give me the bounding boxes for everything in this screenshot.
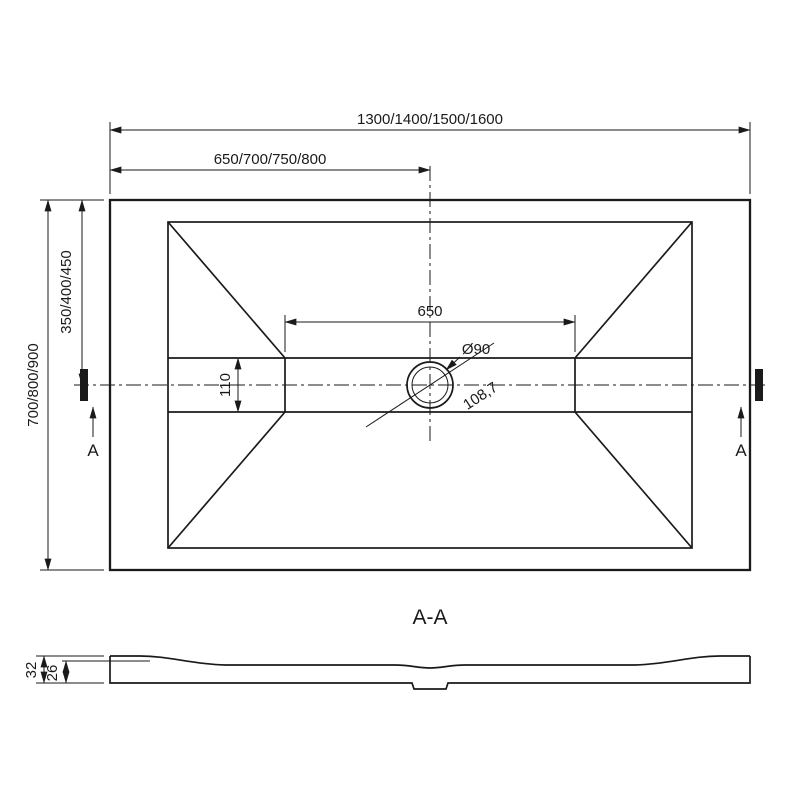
section-marker-right-label: A bbox=[735, 441, 747, 460]
drawing-lines bbox=[36, 122, 766, 690]
drain-diameter-leader bbox=[445, 356, 461, 371]
dim-half-depth-label: 350/400/450 bbox=[58, 250, 75, 333]
section-edge-thickness-label: 32 bbox=[23, 662, 40, 679]
section-view bbox=[36, 655, 751, 690]
slope-diagonal-top-right bbox=[574, 221, 693, 359]
section-body-outline bbox=[109, 656, 751, 690]
top-view bbox=[40, 122, 766, 572]
drain-diameter-label: Ø90 bbox=[462, 341, 490, 358]
dim-total-width-label: 1300/1400/1500/1600 bbox=[357, 111, 503, 128]
dim-total-depth-label: 700/800/900 bbox=[25, 343, 42, 426]
section-marker-left-label: A bbox=[87, 441, 99, 460]
dim-channel-width-label: 650 bbox=[417, 303, 442, 320]
dim-half-width-label: 650/700/750/800 bbox=[214, 151, 327, 168]
drawing-labels: 1300/1400/1500/1600 650/700/750/800 700/… bbox=[23, 111, 747, 681]
drain-diagonal-label: 108,7 bbox=[460, 379, 501, 414]
slope-diagonal-bottom-right bbox=[574, 411, 693, 549]
section-title: A-A bbox=[412, 606, 447, 629]
slope-diagonal-bottom-left bbox=[167, 411, 286, 549]
section-center-thickness-label: 26 bbox=[44, 665, 61, 682]
section-cut-bar-right bbox=[755, 369, 763, 401]
section-top-surface bbox=[110, 655, 750, 669]
section-cut-bar-left bbox=[80, 369, 88, 401]
dim-channel-height-label: 110 bbox=[217, 373, 234, 397]
slope-diagonal-top-left bbox=[167, 221, 286, 359]
